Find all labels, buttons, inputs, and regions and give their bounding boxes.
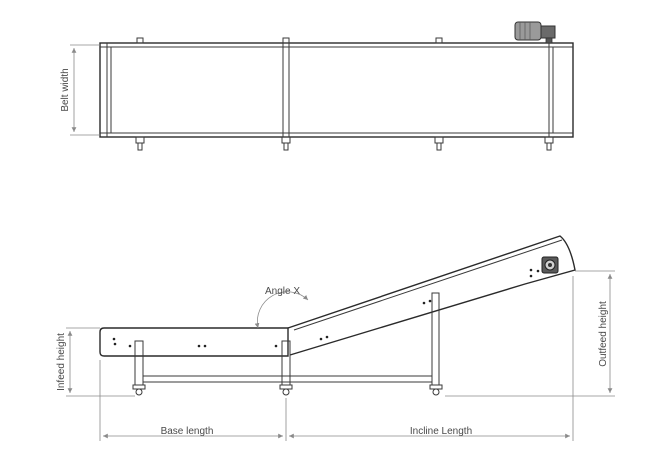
length-dimensions: Base length Incline Length xyxy=(99,276,574,441)
legs xyxy=(132,292,443,396)
top-frame xyxy=(99,42,574,138)
incline-section xyxy=(287,235,576,356)
incline-length-label: Incline Length xyxy=(410,426,472,437)
top-view: Belt width xyxy=(60,21,574,151)
outfeed-height-dimension: Outfeed height xyxy=(445,270,615,397)
base-length-label: Base length xyxy=(161,426,214,437)
infeed-height-dimension: Infeed height xyxy=(56,327,135,397)
infeed-height-label: Infeed height xyxy=(56,333,67,391)
belt-width-label: Belt width xyxy=(60,68,71,111)
motor-icon xyxy=(514,21,556,44)
top-view-feet xyxy=(135,136,554,151)
angle-indicator: Angle X xyxy=(254,286,309,329)
angle-label: Angle X xyxy=(265,286,300,297)
bolt-holes xyxy=(112,268,540,348)
side-view: Angle X Infeed height Outfeed height Bas… xyxy=(56,235,615,441)
drive-pulley-icon xyxy=(541,256,559,274)
outfeed-height-label: Outfeed height xyxy=(598,301,609,367)
belt-width-dimension: Belt width xyxy=(60,44,100,136)
base-section xyxy=(99,327,289,357)
